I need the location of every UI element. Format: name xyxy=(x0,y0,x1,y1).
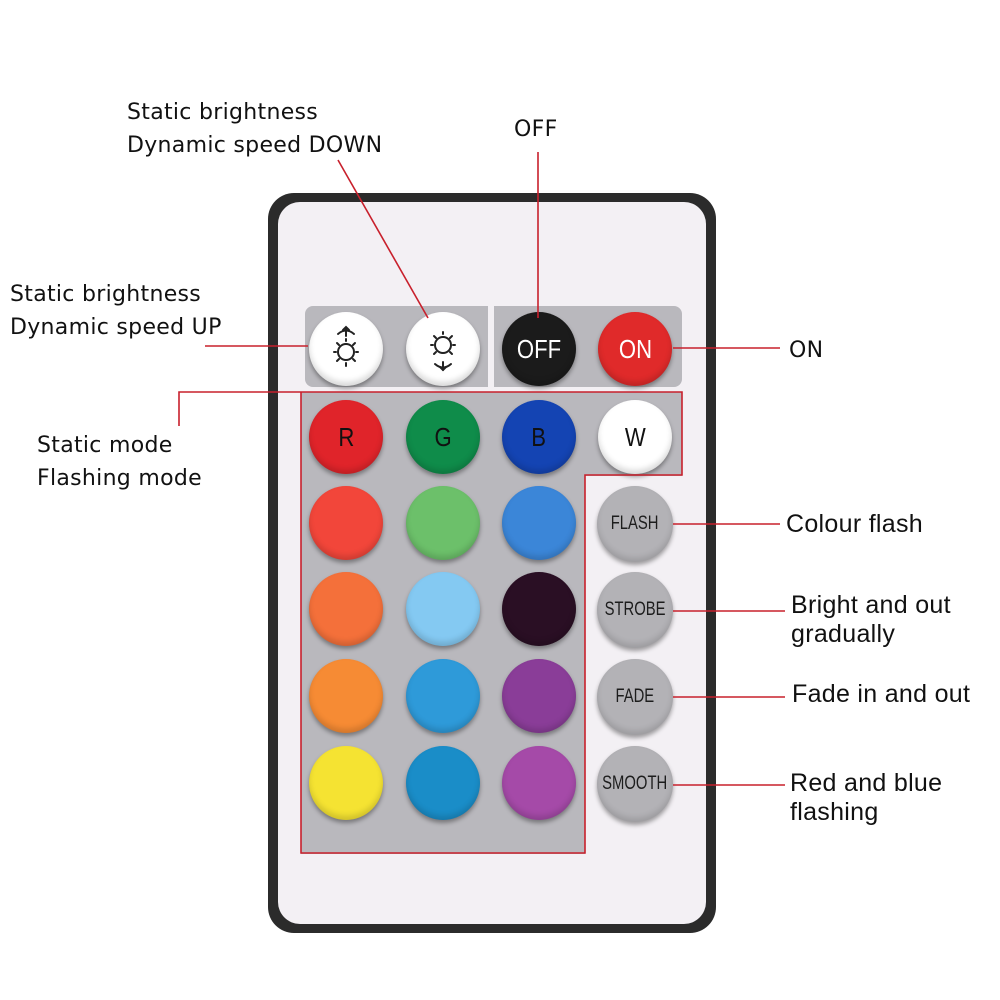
smooth-button[interactable]: SMOOTH xyxy=(597,746,673,822)
flash-button[interactable]: FLASH xyxy=(597,486,673,562)
color-button-r2c1[interactable] xyxy=(309,572,383,646)
fade-button[interactable]: FADE xyxy=(597,659,673,735)
strobe-button-label: STROBE xyxy=(604,599,666,620)
fade-button-label: FADE xyxy=(615,686,655,707)
smooth-button-label: SMOOTH xyxy=(602,773,668,794)
brightness-up-label: Static brightness Dynamic speed UP xyxy=(10,282,222,340)
color-modes-bracket xyxy=(178,391,683,854)
fade-label: Fade in and out xyxy=(792,680,971,708)
color-button-r3c3[interactable] xyxy=(502,659,576,733)
strobe-label: Bright and out gradually xyxy=(791,591,951,648)
brightness-down-leader xyxy=(337,159,429,319)
off-button[interactable]: OFF xyxy=(502,312,576,386)
color-button-r4c3[interactable] xyxy=(502,746,576,820)
color-button-r3c1[interactable] xyxy=(309,659,383,733)
red-button[interactable]: R xyxy=(309,400,383,474)
blue-button[interactable]: B xyxy=(502,400,576,474)
color-button-r1c2[interactable] xyxy=(406,486,480,560)
color-button-r3c2[interactable] xyxy=(406,659,480,733)
brightness-down-button[interactable] xyxy=(406,312,480,386)
brightness-up-button[interactable] xyxy=(309,312,383,386)
color-button-r4c2[interactable] xyxy=(406,746,480,820)
smooth-label: Red and blue flashing xyxy=(790,769,943,826)
brightness-down-label: Static brightness Dynamic speed DOWN xyxy=(127,100,383,158)
blue-button-label: B xyxy=(531,421,547,452)
sun-up-icon xyxy=(333,325,359,367)
color-modes-label: Static mode Flashing mode xyxy=(37,433,202,491)
on-label: ON xyxy=(789,338,824,363)
color-button-r1c3[interactable] xyxy=(502,486,576,560)
red-button-label: R xyxy=(338,421,354,452)
strobe-button[interactable]: STROBE xyxy=(597,572,673,648)
color-button-r4c1[interactable] xyxy=(309,746,383,820)
on-button-label: ON xyxy=(618,333,652,364)
color-button-r2c2[interactable] xyxy=(406,572,480,646)
flash-button-label: FLASH xyxy=(611,513,659,534)
color-button-r1c1[interactable] xyxy=(309,486,383,560)
green-button-label: G xyxy=(434,421,452,452)
white-button-label: W xyxy=(624,421,646,452)
off-label: OFF xyxy=(514,117,558,142)
color-button-r2c3[interactable] xyxy=(502,572,576,646)
white-button[interactable]: W xyxy=(598,400,672,474)
green-button[interactable]: G xyxy=(406,400,480,474)
sun-down-icon xyxy=(430,331,456,372)
flash-label: Colour flash xyxy=(786,510,923,538)
on-button[interactable]: ON xyxy=(598,312,672,386)
off-button-label: OFF xyxy=(516,333,562,364)
